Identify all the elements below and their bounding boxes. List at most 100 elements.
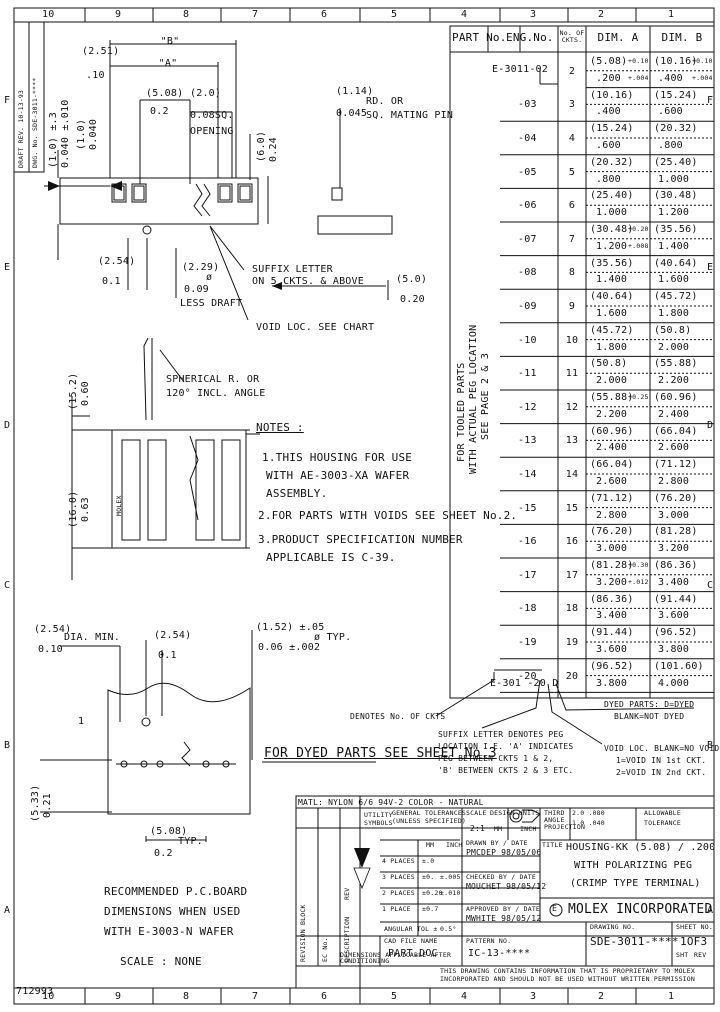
table-dim-b-inch: 1.800	[658, 308, 690, 319]
dim-note-1: DIMENSIONS APPLICABLE AFTER	[340, 951, 452, 959]
table-ckts: 17	[565, 569, 579, 581]
table-dim-b-inch: 3.000	[658, 509, 690, 521]
table-dim-b-inch: 1.200	[658, 207, 690, 219]
border-col-top-8: 8	[183, 9, 190, 20]
table-dim-b-mm: (81.28)	[654, 526, 698, 538]
angular-tol: ANGULAR TOL ±	[384, 925, 438, 933]
company-name: MOLEX INCORPORATED	[568, 902, 713, 917]
table-ckts: 20	[565, 670, 579, 682]
table-eng-no: -04	[518, 133, 537, 144]
callout-dyed-2: BLANK=NOT DYED	[614, 712, 685, 721]
table-dim-a-mm: (45.72)	[590, 324, 634, 336]
dim-10b: (1.0)	[76, 118, 87, 150]
tol-row-mm: ±.0	[422, 857, 435, 865]
box-vals-2: 1.0 .040	[572, 819, 605, 827]
table-ckts: 8	[568, 267, 576, 279]
corner-code: 712993	[16, 986, 54, 997]
border-col-bottom-8: 8	[183, 991, 190, 1002]
table-dim-a-mm: (91.44)	[590, 627, 634, 639]
rev-block-rev: REV	[343, 887, 351, 900]
dim-60-inch: 0.24	[268, 137, 279, 162]
rev-label: REV	[694, 951, 707, 959]
table-eng-no: -16	[518, 536, 537, 548]
note-2: 2.FOR PARTS WITH VOIDS SEE SHEET No.2.	[258, 509, 518, 522]
border-col-bottom-9: 9	[115, 991, 122, 1002]
title-label: TITLE	[542, 841, 563, 849]
table-ckts: 14	[565, 469, 579, 480]
pcb-dim-254a: (2.54)	[34, 624, 72, 635]
pcb-dim-533-inch: 0.21	[42, 793, 53, 818]
table-dim-a-mm: (76.20)	[590, 526, 634, 538]
table-dim-a-tol-mm: +0.30	[628, 561, 649, 569]
table-ckts: 11	[565, 368, 579, 380]
border-row-right-A: A	[707, 905, 714, 916]
dim-114-pin: SQ. MATING PIN	[366, 110, 454, 121]
table-dim-a-inch: .600	[596, 140, 621, 151]
table-eng-no: -08	[518, 267, 537, 279]
border-col-top-3: 3	[530, 9, 537, 20]
tol-row-inch: ±.010	[440, 889, 461, 897]
table-dim-b-inch: 3.600	[658, 610, 690, 622]
table-dim-b-mm: (101.60)	[654, 660, 704, 672]
table-eng-no: -10	[518, 334, 537, 346]
table-dim-a-inch: .800	[596, 173, 621, 185]
table-dim-b-mm: (71.12)	[654, 459, 698, 471]
tol-mm-header: MM	[426, 841, 435, 849]
sheet-value: 1OF3	[680, 935, 708, 948]
border-col-top-1: 1	[668, 9, 675, 20]
table-dim-b-inch: 1.600	[658, 274, 690, 286]
molex-stamp: E	[552, 904, 558, 913]
rev-block-ec: EC No.	[321, 937, 329, 962]
table-dim-a-mm: (10.16)	[590, 89, 634, 101]
table-dim-b-mm: (55.88)	[654, 358, 698, 370]
table-eng-no: -06	[518, 200, 537, 212]
table-dim-a-mm: (96.52)	[590, 660, 634, 672]
table-dim-a-mm: (5.08)	[590, 56, 628, 67]
table-vertical-note-3: SEE PAGE 2 & 3	[480, 352, 491, 440]
table-dim-a-mm: (30.48)	[590, 224, 634, 235]
border-col-top-5: 5	[391, 9, 398, 20]
table-eng-no: -03	[518, 99, 537, 111]
table-dim-a-mm: (81.28)	[590, 560, 634, 571]
dim-114-rd: RD. OR	[366, 96, 404, 107]
rev-block-desc: DESCRIPTION	[343, 916, 351, 962]
border-col-top-4: 4	[461, 9, 468, 20]
pcb-dim-152: (1.52) ±.05	[256, 622, 325, 633]
dim-160: (16.0)	[68, 490, 79, 528]
table-dim-a-mm: (66.04)	[590, 459, 634, 471]
dim-251-inch: .10	[86, 70, 105, 81]
callout-suffix-1: SUFFIX LETTER DENOTES PEG	[438, 730, 564, 739]
table-vertical-note-2: WITH ACTUAL PEG LOCATION	[468, 324, 479, 474]
table-dim-b-mm: (40.64)	[654, 257, 698, 269]
table-dim-a-inch: 2.400	[596, 442, 628, 454]
border-col-bottom-6: 6	[321, 991, 328, 1002]
table-dim-b-mm: (35.56)	[654, 224, 698, 235]
dim-229-draft: LESS DRAFT	[180, 298, 243, 309]
table-dim-a-inch: 3.000	[596, 543, 628, 555]
dim-20: (2.0)	[190, 88, 222, 99]
table-vertical-note-1: FOR TOOLED PARTS	[456, 362, 467, 462]
table-dim-b-inch: 3.800	[658, 644, 690, 655]
table-dim-b-mm: (91.44)	[654, 593, 698, 605]
table-dim-a-mm: (40.64)	[590, 291, 634, 303]
table-eng-no: -13	[518, 435, 537, 447]
table-dim-b-mm: (30.48)	[654, 190, 698, 202]
table-dim-a-inch: 3.400	[596, 610, 628, 622]
border-row-left-B: B	[4, 740, 11, 751]
material-line: MATL: NYLON 6/6 94V-2 COLOR - NATURAL	[298, 798, 484, 807]
border-row-left-F: F	[4, 95, 11, 106]
dim-508: (5.08)	[146, 88, 184, 99]
dim-10b-inch: 0.040	[88, 118, 99, 150]
pcb-pin-one: 1	[78, 716, 85, 727]
border-col-bottom-10: 10	[42, 991, 55, 1002]
table-dim-b-mm: (86.36)	[654, 560, 698, 571]
cad-label: CAD FILE NAME	[384, 937, 438, 945]
table-dim-b-inch: 1.400	[658, 240, 690, 252]
border-row-left-D: D	[4, 420, 11, 431]
box-note-1: ALLOWABLE	[644, 809, 682, 817]
pcb-dim-508: (5.08)	[150, 826, 188, 837]
table-dim-a-mm: (60.96)	[590, 425, 634, 437]
table-dim-b-inch: .400	[658, 72, 683, 84]
triangle-mark	[354, 848, 370, 868]
tol-row-inch: ±.005	[440, 873, 461, 881]
